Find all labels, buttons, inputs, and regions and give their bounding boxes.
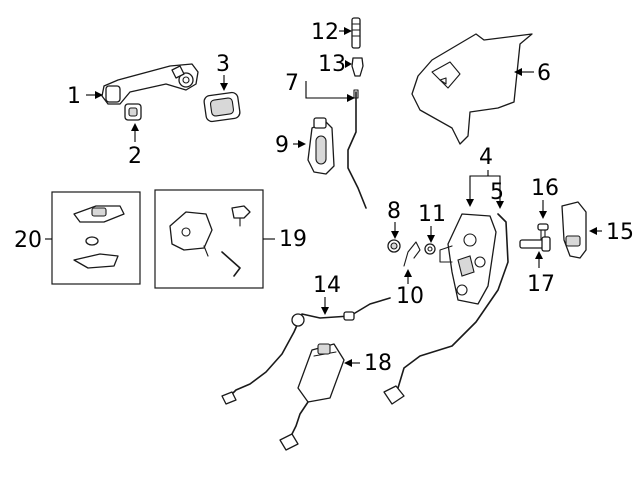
striker-bracket-part [561,201,587,259]
callout-10: 10 [396,284,424,309]
key-fob-kit-box [51,191,141,285]
handle-cover-part [203,91,241,123]
callout-18: 18 [364,351,392,376]
callout-20: 20 [14,228,42,253]
callout-9: 9 [275,133,289,158]
door-latch-part [439,213,497,305]
lock-rod-part [347,89,367,209]
stud-part [351,17,361,49]
callout-13: 13 [318,52,346,77]
actuator-cable-part [221,297,391,405]
callout-1: 1 [67,84,81,109]
grommet-part [387,239,401,253]
callout-17: 17 [527,272,555,297]
callout-14: 14 [313,273,341,298]
callout-4: 4 [479,145,493,170]
callout-3: 3 [216,52,230,77]
latch-cable-part [383,213,509,405]
callout-2: 2 [128,144,142,169]
lock-cylinder-part [307,117,335,175]
rod-clip-part [403,241,421,267]
callout-5: 5 [490,180,504,205]
lock-actuator-part [279,343,345,451]
callout-7: 7 [285,71,299,96]
callout-12: 12 [311,20,339,45]
bolt-part [519,236,551,252]
door-handle-part [101,63,199,105]
callout-19: 19 [279,227,307,252]
small-clip-part [424,243,436,255]
callout-8: 8 [387,199,401,224]
handle-cap-part [124,103,142,121]
callout-15: 15 [606,220,634,245]
callout-16: 16 [531,176,559,201]
lock-cylinder-kit-box [154,189,264,289]
clip-part [351,57,364,77]
callout-11: 11 [418,202,446,227]
water-shield-part [411,33,533,145]
callout-6: 6 [537,61,551,86]
